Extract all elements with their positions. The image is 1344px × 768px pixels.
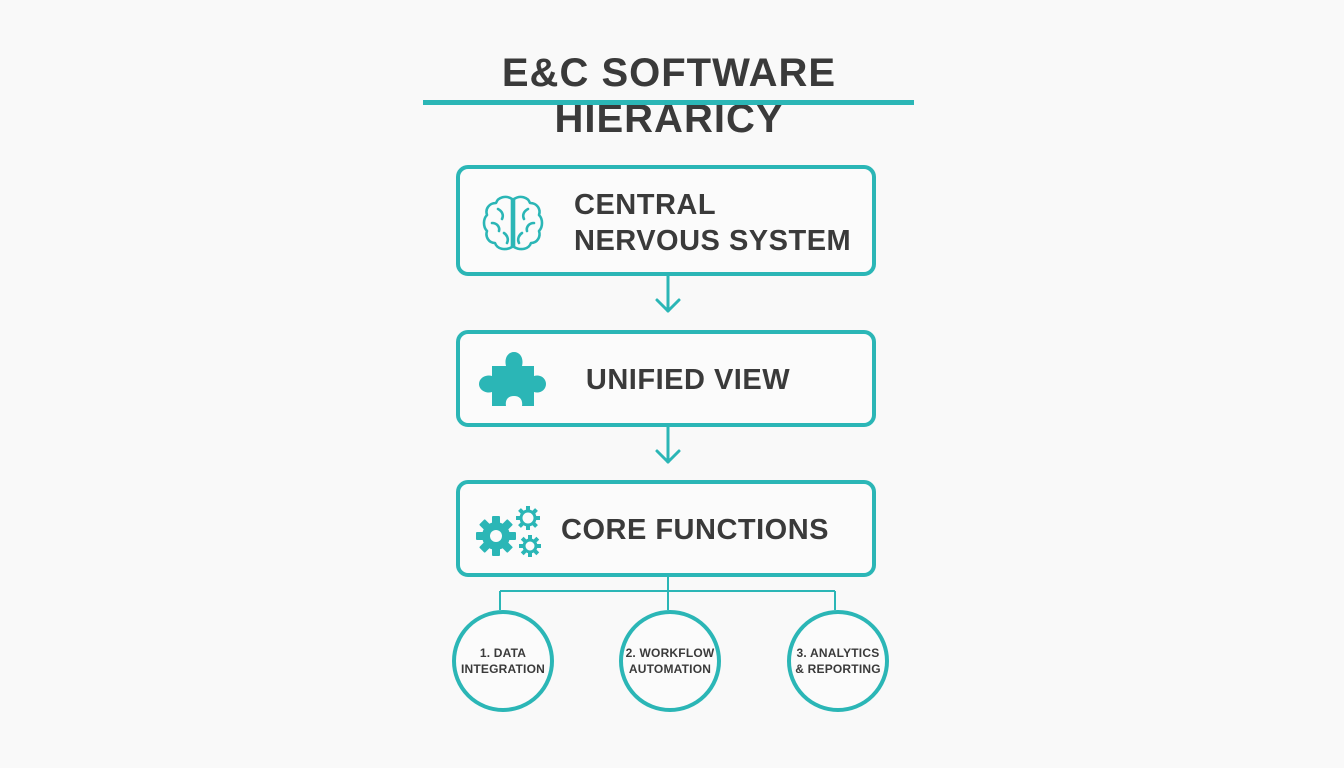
core-functions-box: CORE FUNCTIONS bbox=[456, 480, 876, 577]
puzzle-icon bbox=[479, 352, 546, 406]
level-label: UNIFIED VIEW bbox=[585, 364, 791, 396]
gears-icon bbox=[476, 506, 541, 557]
title-underline bbox=[423, 100, 914, 105]
function-line-1: 3. ANALYTICS bbox=[796, 646, 880, 660]
function-line-2: INTEGRATION bbox=[461, 662, 545, 676]
function-line-2: & REPORTING bbox=[795, 662, 881, 676]
function-line-1: 2. WORKFLOW bbox=[625, 646, 715, 660]
function-line-1: 1. DATA bbox=[479, 646, 527, 660]
level-label: CENTRAL NERVOUS SYSTEM bbox=[574, 189, 852, 257]
level-label: CORE FUNCTIONS bbox=[561, 514, 829, 546]
central-nervous-system-box: CENTRAL NERVOUS SYSTEM bbox=[456, 165, 876, 276]
function-node-data-integration: 1. DATA INTEGRATION bbox=[452, 610, 554, 712]
arrow-down-icon-2 bbox=[655, 425, 681, 464]
brain-icon bbox=[482, 195, 544, 251]
function-node-analytics-reporting: 3. ANALYTICS & REPORTING bbox=[787, 610, 889, 712]
arrow-down-icon-1 bbox=[655, 274, 681, 313]
unified-view-box: UNIFIED VIEW bbox=[456, 330, 876, 427]
function-node-workflow-automation: 2. WORKFLOW AUTOMATION bbox=[619, 610, 721, 712]
branch-lines bbox=[499, 577, 836, 610]
function-line-2: AUTOMATION bbox=[628, 662, 712, 676]
